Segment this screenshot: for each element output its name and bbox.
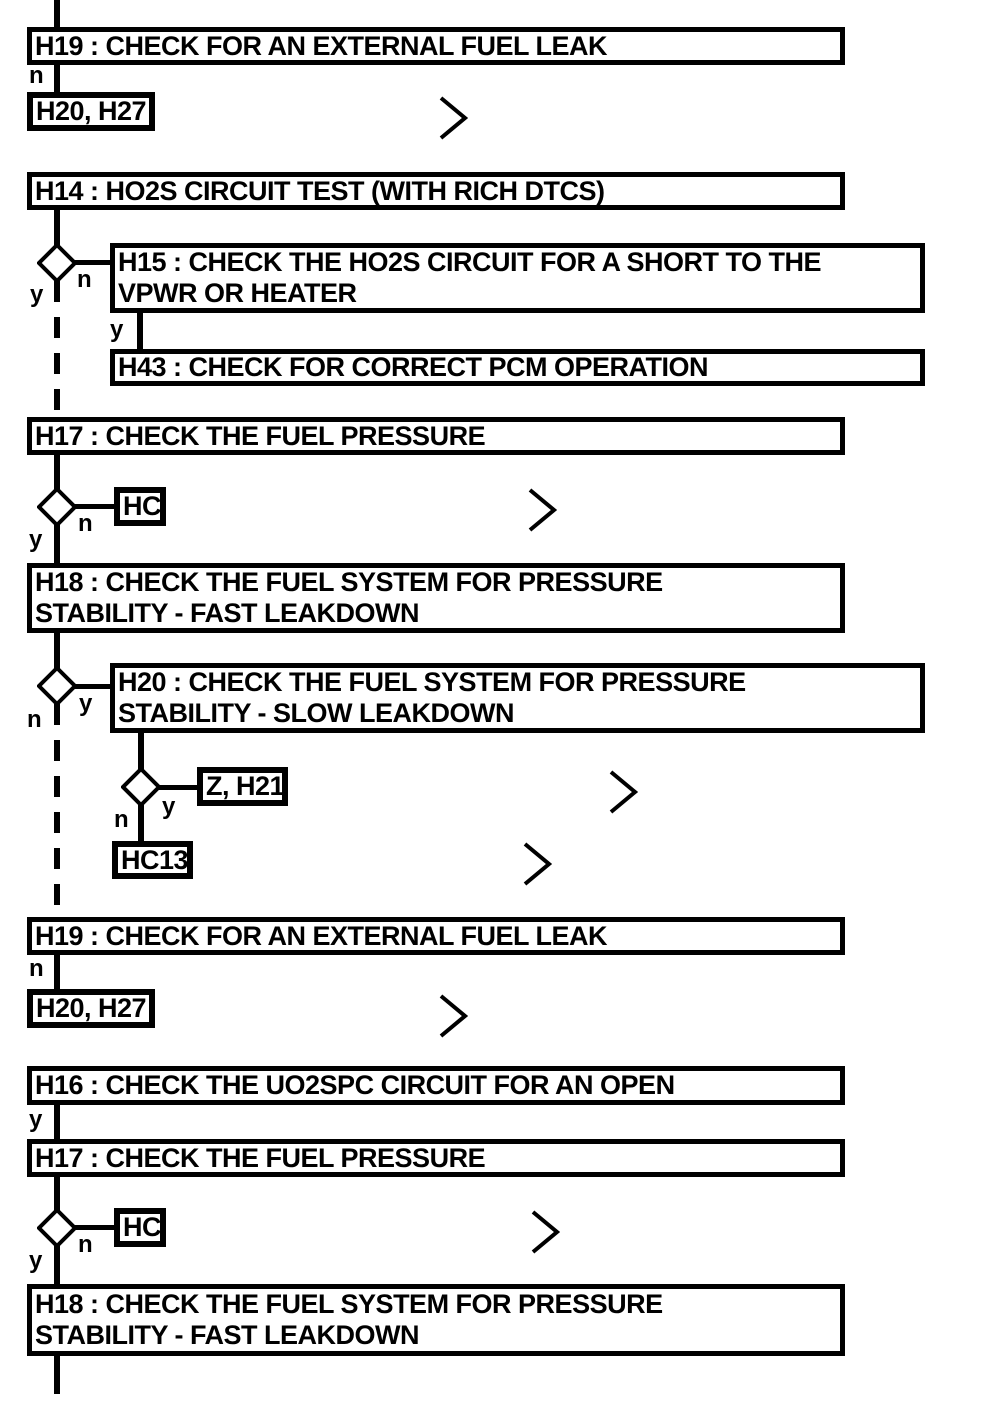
terminal-box-h20-h27-top: H20, H27 [27,92,155,131]
decision-diamond-h18-first [37,666,77,706]
process-box-h43: H43 : CHECK FOR CORRECT PCM OPERATION [110,349,925,386]
branch-label-y: y [110,316,124,343]
connector-diamond5-to-hc [74,1225,118,1230]
process-box-h19-mid-label: H19 : CHECK FOR AN EXTERNAL FUEL LEAK [35,920,608,951]
process-box-h43-label: H43 : CHECK FOR CORRECT PCM OPERATION [118,352,709,382]
process-box-h17-second-label: H17 : CHECK THE FUEL PRESSURE [35,1142,486,1173]
connector-diamond3-to-h20 [74,684,112,689]
connector-h17b-to-diamond5 [54,1175,60,1211]
branch-label-n: n [27,706,42,733]
terminal-box-h20-h27-mid: H20, H27 [27,989,155,1028]
terminal-box-hc-second-label: HC [123,1212,162,1242]
process-box-h18-first-label-line1: H18 : CHECK THE FUEL SYSTEM FOR PRESSURE [35,567,663,597]
process-box-h14-label: H14 : HO2S CIRCUIT TEST (WITH RICH DTCS) [35,175,605,206]
connector-diamond5-to-h18b [54,1245,60,1286]
process-box-h18-first-label-line2: STABILITY - FAST LEAKDOWN [35,598,419,628]
connector-top-stub [54,0,60,28]
connector-h15-to-h43 [137,311,143,351]
connector-h20-to-diamond4 [138,731,144,771]
process-box-h20: H20 : CHECK THE FUEL SYSTEM FOR PRESSURE… [110,663,925,733]
connector-diamond2-to-hc [74,504,118,509]
continuation-chevron-icon [531,1210,560,1254]
branch-label-n: n [29,955,44,982]
process-box-h15-label-line2: VPWR OR HEATER [118,278,357,308]
terminal-box-h20-h27-mid-label: H20, H27 [36,993,147,1023]
continuation-chevron-icon [528,488,557,532]
decision-diamond-h17-second [37,1208,77,1248]
connector-dashed-diamond3-to-h19 [54,704,60,917]
branch-label-n: n [78,1231,93,1258]
process-box-h19-mid: H19 : CHECK FOR AN EXTERNAL FUEL LEAK [27,917,845,955]
connector-h18-to-diamond3 [54,631,60,669]
process-box-h16-label: H16 : CHECK THE UO2SPC CIRCUIT FOR AN OP… [35,1070,675,1100]
process-box-h15-label-line1: H15 : CHECK THE HO2S CIRCUIT FOR A SHORT… [118,247,822,277]
process-box-h19-top-label: H19 : CHECK FOR AN EXTERNAL FUEL LEAK [35,30,608,61]
terminal-box-hc-first-label: HC [123,491,162,521]
branch-label-y: y [29,1106,43,1133]
branch-label-n: n [78,510,93,537]
process-box-h20-label-line1: H20 : CHECK THE FUEL SYSTEM FOR PRESSURE [118,667,746,697]
continuation-chevron-icon [439,96,468,140]
branch-label-y: y [79,690,93,717]
terminal-box-z-h21-label: Z, H21 [206,771,285,801]
connector-h19top-to-h20h27 [54,65,60,93]
process-box-h17-first: H17 : CHECK THE FUEL PRESSURE [27,417,845,455]
branch-label-n: n [114,806,129,833]
branch-label-y: y [30,281,44,308]
terminal-box-hc13: HC13 [112,841,193,879]
connector-bottom-stub [54,1354,60,1394]
branch-label-y: y [162,793,176,820]
decision-diamond-h17-first [37,487,77,527]
process-box-h19-top: H19 : CHECK FOR AN EXTERNAL FUEL LEAK [27,27,845,65]
connector-diamond4-to-hc13 [138,805,144,843]
branch-label-y: y [29,526,43,553]
connector-h17-to-diamond2 [54,453,60,489]
terminal-box-hc-second: HC [114,1208,166,1247]
branch-label-y: y [29,1247,43,1274]
continuation-chevron-icon [439,994,468,1038]
process-box-h18-second-label-line2: STABILITY - FAST LEAKDOWN [35,1320,419,1350]
process-box-h18-second-label-line1: H18 : CHECK THE FUEL SYSTEM FOR PRESSURE [35,1289,663,1319]
connector-h16-to-h17 [54,1103,60,1141]
process-box-h18-first: H18 : CHECK THE FUEL SYSTEM FOR PRESSURE… [27,563,845,633]
connector-diamond2-to-h18 [54,524,60,564]
terminal-box-hc13-label: HC13 [121,844,189,875]
process-box-h16: H16 : CHECK THE UO2SPC CIRCUIT FOR AN OP… [27,1066,845,1105]
connector-h19mid-to-h20h27 [54,953,60,990]
decision-diamond-h20 [121,767,161,807]
continuation-chevron-icon [609,770,638,814]
process-box-h20-label-line2: STABILITY - SLOW LEAKDOWN [118,698,514,728]
branch-label-n: n [77,266,92,293]
process-box-h14: H14 : HO2S CIRCUIT TEST (WITH RICH DTCS) [27,172,845,210]
connector-diamond1-to-h15 [74,260,112,265]
process-box-h17-first-label: H17 : CHECK THE FUEL PRESSURE [35,420,486,451]
terminal-box-z-h21: Z, H21 [197,767,288,806]
terminal-box-hc-first: HC [114,487,166,526]
connector-diamond4-to-zh21 [158,785,199,790]
process-box-h17-second: H17 : CHECK THE FUEL PRESSURE [27,1139,845,1177]
connector-dashed-diamond1-to-h17 [54,281,60,417]
process-box-h18-second: H18 : CHECK THE FUEL SYSTEM FOR PRESSURE… [27,1284,845,1356]
continuation-chevron-icon [523,842,552,886]
decision-diamond-h14 [37,243,77,283]
connector-h14-to-diamond [54,208,60,246]
terminal-box-h20-h27-top-label: H20, H27 [36,96,147,126]
branch-label-n: n [29,62,44,89]
process-box-h15: H15 : CHECK THE HO2S CIRCUIT FOR A SHORT… [110,243,925,313]
